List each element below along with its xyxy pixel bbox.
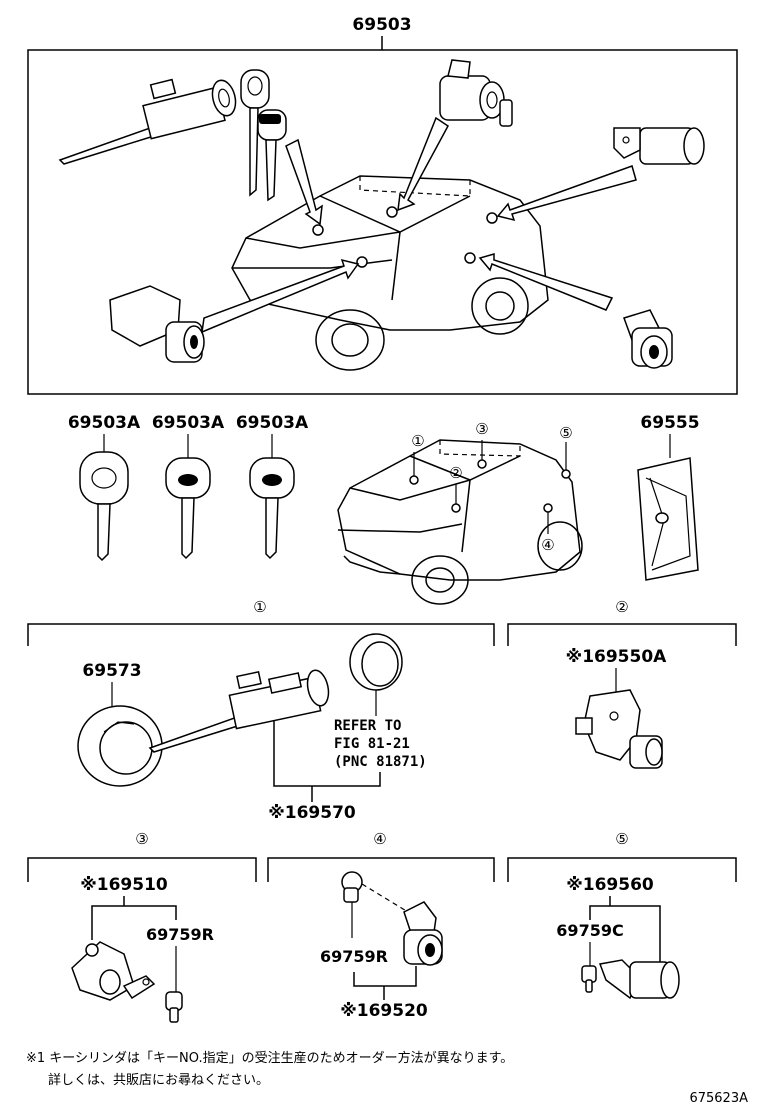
lock-ring-drawing [349, 633, 403, 691]
retainer-part-number: 69573 [82, 661, 141, 681]
key-part-number-3: 69503A [236, 413, 309, 433]
section4-sub-number: 69759R [320, 947, 388, 966]
section4-dashed-guide [361, 883, 409, 913]
key-pair-drawing [240, 69, 287, 202]
section-5-bracket [507, 857, 737, 882]
section-marker-4: ④ [373, 830, 386, 848]
section-marker-2: ② [615, 598, 628, 616]
vehicle-drawing-main [231, 175, 549, 371]
figure-id: 675623A [689, 1091, 748, 1106]
section3-sub-number: 69759R [146, 925, 214, 944]
key-drawing-2 [165, 457, 211, 560]
footnote-line-1: ※1 キーシリンダは「キーNO.指定」の受注生産のためオーダー方法が異なります。 [26, 1050, 513, 1066]
section-3-bracket [27, 857, 257, 882]
door-cylinder-drawing-top [439, 59, 513, 127]
key-drawing-3 [249, 457, 295, 560]
section2-part-number: ※169550A [566, 647, 667, 667]
lock-pin-drawing-section3 [165, 991, 183, 1023]
lock-pin-drawing-section4 [341, 871, 363, 903]
assembly-frame [27, 49, 738, 395]
retainer-ring-drawing [77, 705, 163, 787]
location-marker-1: ① [411, 432, 424, 450]
door-cylinder-drawing-left [109, 285, 205, 363]
cylinder-part-number: ※169570 [268, 803, 356, 823]
section4-assembly-number: ※169520 [340, 1001, 428, 1021]
section-4-bracket [267, 857, 495, 882]
ignition-cylinder-drawing [58, 78, 237, 165]
door-cylinder-drawing-section4 [403, 901, 443, 966]
ignition-cylinder-drawing-section [148, 669, 330, 753]
section5-sub-number: 69759C [556, 921, 623, 940]
refer-line-3: (PNC 81871) [334, 754, 427, 770]
footnote-line-2: 詳しくは、共販店にお尋ねください。 [48, 1072, 269, 1088]
door-lock-drawing-section2 [575, 689, 663, 769]
hatch-cylinder-drawing [613, 127, 705, 165]
section-2-bracket [507, 623, 737, 646]
key-part-number-1: 69503A [68, 413, 141, 433]
vehicle-drawing-locations [337, 439, 583, 605]
location-marker-5: ⑤ [559, 424, 572, 442]
location-arrows [201, 116, 637, 334]
section3-assembly-number: ※169510 [80, 875, 168, 895]
hatch-cylinder-drawing-section5 [581, 959, 680, 1000]
location-marker-4: ④ [541, 536, 554, 554]
door-cylinder-drawing-section3 [71, 941, 156, 1001]
assembly-part-number: 69503 [352, 15, 411, 35]
key-part-number-2: 69503A [152, 413, 225, 433]
section-marker-1: ① [253, 598, 266, 616]
section-1-bracket [27, 623, 495, 646]
key-card-drawing [637, 457, 699, 581]
section3-leader [91, 905, 177, 940]
refer-line-1: REFER TO [334, 718, 401, 734]
location-marker-2: ② [449, 464, 462, 482]
refer-line-2: FIG 81-21 [334, 736, 410, 752]
section5-assembly-number: ※169560 [566, 875, 654, 895]
key-drawing-1 [79, 451, 129, 562]
section-marker-5: ⑤ [615, 830, 628, 848]
section4-leader [353, 966, 417, 987]
cylinder-leader [273, 720, 381, 787]
section-marker-3: ③ [135, 830, 148, 848]
location-marker-3: ③ [475, 420, 488, 438]
door-cylinder-drawing-right [623, 309, 673, 369]
card-part-number: 69555 [640, 413, 699, 433]
section5-leader [589, 905, 661, 962]
